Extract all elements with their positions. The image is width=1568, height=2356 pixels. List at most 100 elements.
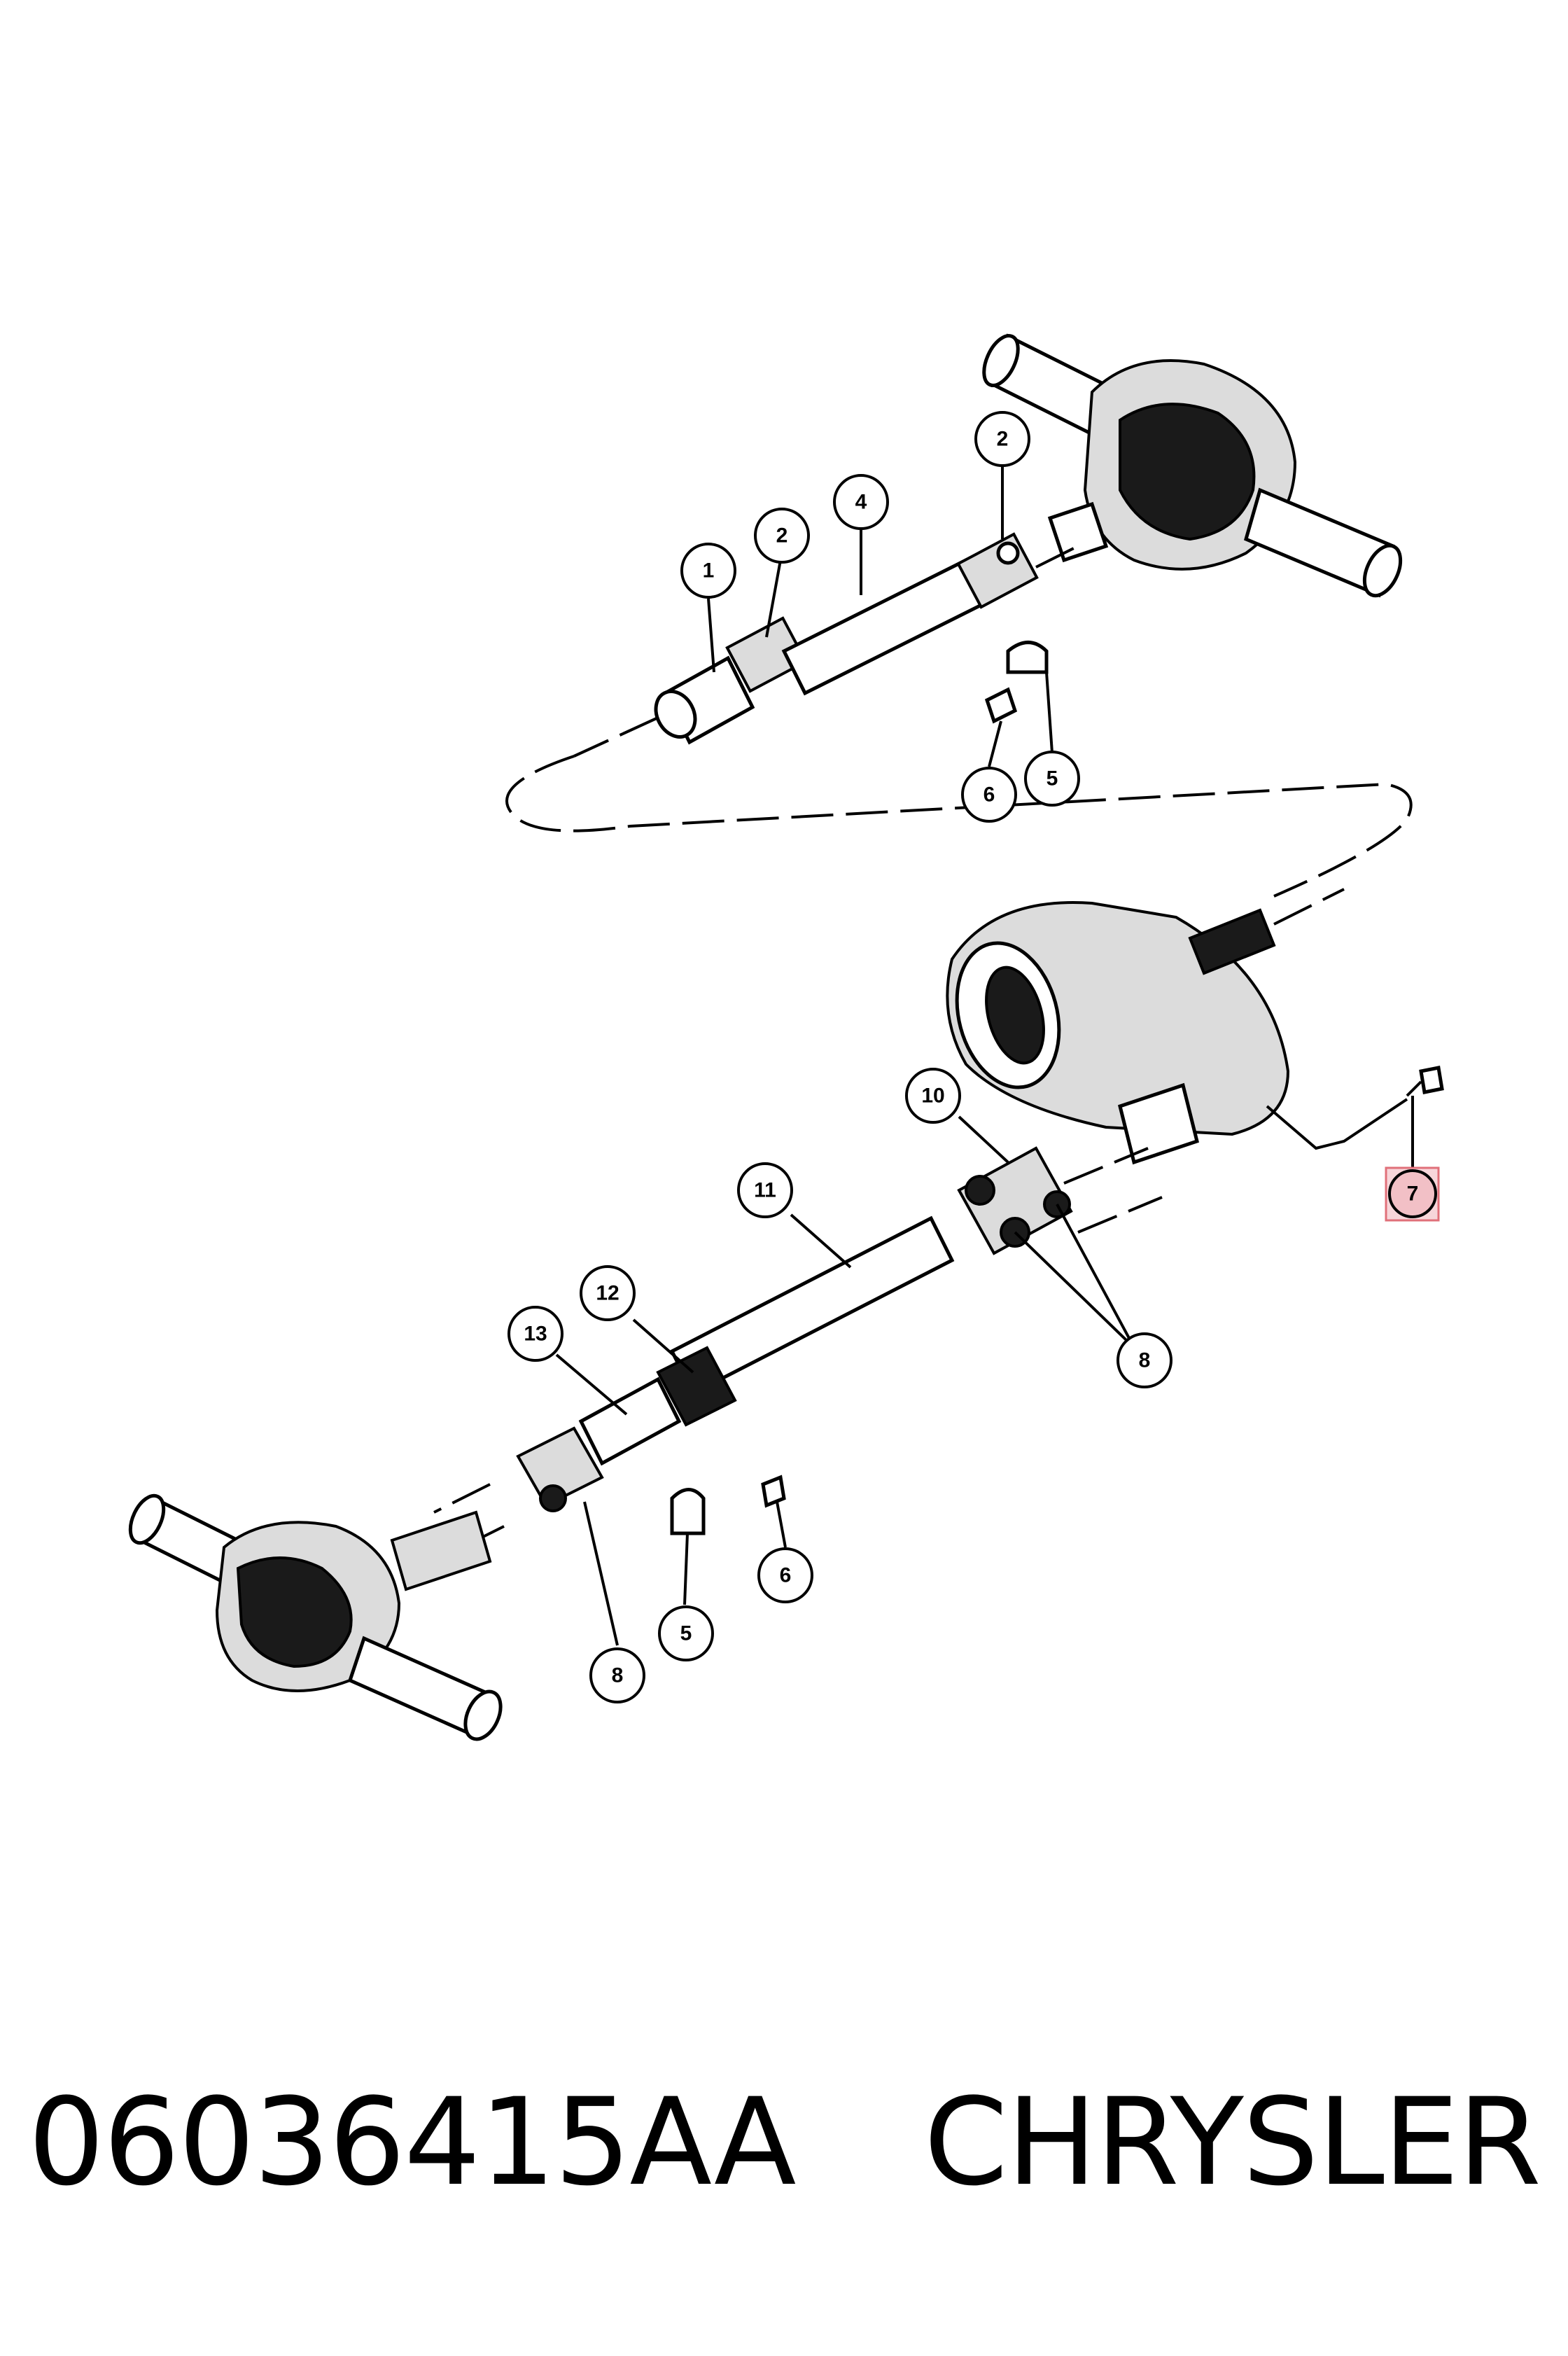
rear-pinion-centerline (1035, 545, 1079, 569)
callout-11-circle (737, 1162, 793, 1218)
transfer-case-front-output (1118, 1082, 1199, 1165)
rear-driveshaft-tube (781, 557, 990, 696)
callout-8b-label: 8 (612, 1664, 624, 1687)
front-cv-joint (957, 1146, 1073, 1255)
connection-loop (505, 755, 1413, 898)
callout-8a-circle (1116, 1332, 1172, 1388)
transfer-case-rear-output (1188, 908, 1276, 975)
leader-8a-2 (1056, 1204, 1132, 1341)
leader-10 (958, 1115, 1009, 1164)
callout-13-label: 13 (524, 1323, 547, 1346)
slip-yoke-end (654, 690, 697, 739)
rear-strap-and-bolt (984, 641, 1049, 724)
front-cv-cap-1 (965, 1175, 995, 1206)
callout-6b: 6 (757, 1547, 813, 1603)
flange-bolt-shank (1406, 1080, 1422, 1097)
callout-2a-label: 2 (776, 524, 788, 548)
brand-name: CHRYSLER (923, 2072, 1541, 2212)
callout-12: 12 (580, 1265, 636, 1321)
callout-6b-label: 6 (780, 1564, 792, 1587)
callout-7-label: 7 (1407, 1183, 1419, 1206)
front-strap (670, 1488, 706, 1535)
callout-6b-circle (757, 1547, 813, 1603)
callout-12-circle (580, 1265, 636, 1321)
callout-5b-label: 5 (680, 1622, 692, 1645)
rear-strap-bolt (984, 687, 1018, 724)
callout-5a-circle (1024, 751, 1080, 807)
front-u-joint-cap (539, 1484, 567, 1512)
leader-8a-1 (1014, 1231, 1128, 1342)
rear-axle-tube-right-end (1362, 543, 1403, 598)
callout-6a-circle (961, 767, 1017, 823)
tc-rear-centerline (1273, 888, 1345, 926)
callout-10-label: 10 (921, 1085, 944, 1108)
leader-lines (555, 466, 1414, 1646)
rear-centerline (573, 716, 659, 758)
callout-2b-circle (974, 411, 1030, 467)
callout-5b: 5 (658, 1605, 714, 1661)
front-axle-tube-left-end (128, 1493, 166, 1545)
callout-8b: 8 (589, 1647, 645, 1703)
rear-strap (1006, 641, 1049, 674)
front-strap-bolt (761, 1475, 786, 1508)
leader-8b (583, 1501, 619, 1646)
rear-pinion-yoke (1047, 501, 1109, 563)
callout-6a: 6 (961, 767, 1017, 823)
callout-1-circle (680, 543, 736, 599)
callout-4-label: 4 (855, 491, 867, 514)
rear-driveshaft (654, 532, 1039, 745)
rear-axle-assembly (982, 333, 1403, 598)
leader-13 (555, 1353, 628, 1416)
front-differential-cover (236, 1556, 353, 1668)
part-caption: 06036415AA CHRYSLER (28, 2072, 1541, 2212)
callout-4: 4 (833, 474, 889, 530)
leader-6a (988, 720, 1002, 767)
leader-5b (683, 1533, 689, 1605)
leader-6b (776, 1501, 787, 1548)
callout-10-circle (905, 1068, 961, 1124)
front-axle-tube-right-end (463, 1689, 503, 1741)
callout-13-circle (507, 1306, 564, 1362)
callout-7-circle (1388, 1169, 1437, 1218)
leader-11 (790, 1213, 852, 1269)
part-number: 06036415AA (28, 2072, 797, 2212)
callout-8a-label: 8 (1139, 1349, 1151, 1372)
callout-13: 13 (507, 1306, 564, 1362)
callout-7[interactable]: 7 (1385, 1166, 1440, 1222)
front-slip-shaft (578, 1376, 682, 1466)
transfer-case (946, 901, 1290, 1165)
callout-12-label: 12 (596, 1282, 619, 1305)
callout-11-label: 11 (754, 1179, 776, 1202)
front-tc-centerline (1063, 1147, 1149, 1185)
u-joint-cap (996, 541, 1020, 565)
callout-2b-label: 2 (997, 428, 1009, 451)
leader-12 (632, 1318, 694, 1374)
front-flange-leader (1266, 1098, 1408, 1150)
rear-front-u-joint (725, 616, 808, 693)
flange-bolt (1406, 1066, 1444, 1097)
callout-5a: 5 (1024, 751, 1080, 807)
callout-2a-circle (754, 508, 810, 564)
rear-axle-tube-left-end (982, 334, 1020, 387)
callout-2a: 2 (754, 508, 810, 564)
flange-bolt-head (1419, 1066, 1444, 1094)
front-axle-assembly (128, 1493, 503, 1741)
front-pinion-yoke (390, 1510, 492, 1591)
callout-5a-label: 5 (1046, 767, 1058, 790)
leader-2a (765, 559, 782, 638)
transfer-case-bore-inner (985, 966, 1045, 1065)
leader-5a (1045, 671, 1054, 753)
front-driveshaft (516, 1146, 1073, 1512)
callout-10: 10 (905, 1068, 961, 1124)
callout-4-circle (833, 474, 889, 530)
callout-5b-circle (658, 1605, 714, 1661)
callout-1: 1 (680, 543, 736, 599)
front-axle-centerline-2 (433, 1483, 491, 1514)
front-tc-centerline-2 (1077, 1196, 1163, 1234)
callout-6a-label: 6 (983, 783, 995, 807)
callout-11: 11 (737, 1162, 793, 1218)
callout-2b: 2 (974, 411, 1030, 467)
callout-8b-circle (589, 1647, 645, 1703)
